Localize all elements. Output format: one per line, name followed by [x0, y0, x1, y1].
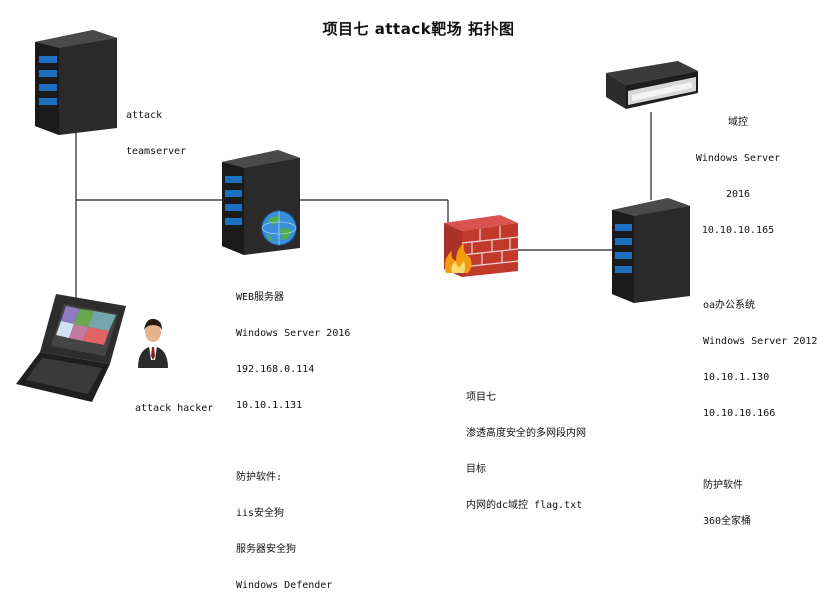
oa-server-icon: [612, 198, 692, 307]
globe-icon: [261, 210, 297, 246]
web-server-label: WEB服务器 Windows Server 2016 192.168.0.114…: [236, 292, 351, 591]
dc-label: 域控 Windows Server 2016 10.10.10.165: [695, 117, 781, 236]
web-server-icon: [222, 150, 302, 259]
teamserver-server-icon: [35, 30, 117, 139]
dc-rack-server-icon: [604, 55, 700, 119]
firewall-icon: [442, 215, 520, 281]
laptop-icon: [14, 292, 132, 408]
diagram-title: 项目七 attack靶场 拓扑图: [322, 20, 515, 38]
project-goal-text: 项目七 渗透高度安全的多网段内网 目标 内网的dc域控 flag.txt: [466, 392, 586, 511]
hacker-label: attack hacker: [135, 403, 214, 414]
oa-label: oa办公系统 Windows Server 2012 10.10.1.130 1…: [703, 300, 818, 527]
hacker-person-icon: [136, 316, 170, 372]
teamserver-label: attack teamserver: [126, 110, 187, 157]
